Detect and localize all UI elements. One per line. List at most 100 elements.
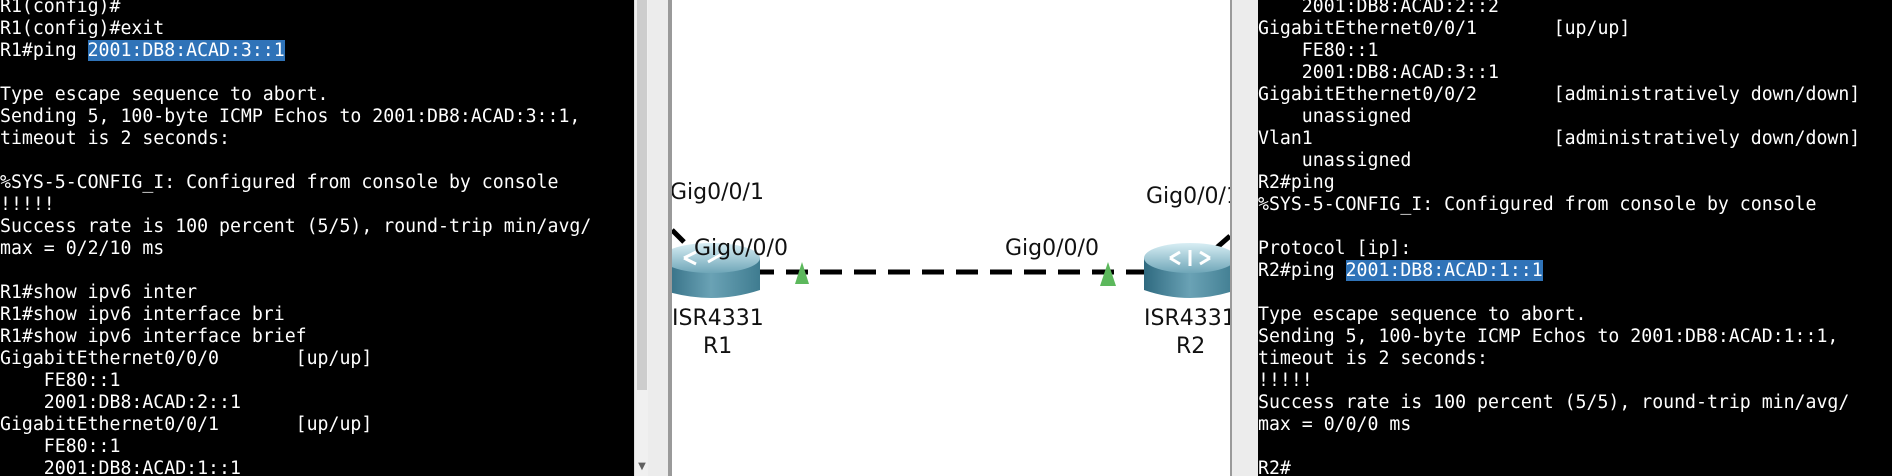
terminal-line: Sending 5, 100-byte ICMP Echos to 2001:D… [0,106,591,128]
r2-link-up-indicator-icon [1100,262,1116,286]
terminal-line: R2# [1258,458,1860,476]
panel-gutter [1232,0,1258,476]
terminal-line-text: FE80::1 [1258,40,1379,61]
terminal-line-text: max = 0/0/0 ms [1258,414,1412,435]
terminal-line-text: Protocol [ip]: [1258,238,1412,259]
terminal-line: R1#show ipv6 interface bri [0,304,591,326]
terminal-line [1258,436,1860,458]
terminal-line [1258,216,1860,238]
terminal-line-text: R2#ping [1258,172,1335,193]
terminal-line: GigabitEthernet0/0/1 [up/up] [1258,18,1860,40]
terminal-line: !!!!! [1258,370,1860,392]
terminal-line-text: R1#show ipv6 inter [0,282,198,303]
panel-divider[interactable] [668,0,672,476]
r1-terminal-scrollbar[interactable]: ▼ [634,0,649,476]
terminal-line: unassigned [1258,150,1860,172]
terminal-line: unassigned [1258,106,1860,128]
r1-name-label: R1 [703,334,733,359]
panel-gutter [648,0,668,476]
terminal-line-text: 2001:DB8:ACAD:3::1 [1258,62,1499,83]
r2-model-label: ISR4331 [1144,306,1230,331]
r2-gig000-label: Gig0/0/0 [1005,236,1099,261]
terminal-line: timeout is 2 seconds: [0,128,591,150]
terminal-line-text: R2# [1258,458,1291,476]
r2-name-label: R2 [1176,334,1206,359]
terminal-line-text: unassigned [1258,150,1412,171]
terminal-line-text: R2#ping [1258,260,1346,281]
r2-router-icon[interactable] [1144,243,1230,298]
terminal-line-text: 2001:DB8:ACAD:1::1 [0,458,241,476]
terminal-line-text: unassigned [1258,106,1412,127]
topology-canvas[interactable]: Gig0/0/1 Gig0/0/0 Gig0/0/0 Gig0/0/1 ISR4… [672,0,1230,476]
r1-gig000-label: Gig0/0/0 [694,236,788,261]
terminal-line-text: GigabitEthernet0/0/1 [up/up] [1258,18,1631,39]
terminal-line-text: Success rate is 100 percent (5/5), round… [0,216,592,237]
terminal-line [0,62,591,84]
terminal-line: FE80::1 [1258,40,1860,62]
terminal-line: Success rate is 100 percent (5/5), round… [1258,392,1860,414]
terminal-line: max = 0/2/10 ms [0,238,591,260]
terminal-line: timeout is 2 seconds: [1258,348,1860,370]
scroll-down-arrow-icon[interactable]: ▼ [638,461,646,472]
terminal-line-text: Sending 5, 100-byte ICMP Echos to 2001:D… [0,106,581,127]
terminal-line: Sending 5, 100-byte ICMP Echos to 2001:D… [1258,326,1860,348]
terminal-line-text: !!!!! [0,194,55,215]
terminal-line-text: GigabitEthernet0/0/2 [administratively d… [1258,84,1861,105]
terminal-line-text: 2001:DB8:ACAD:2::1 [0,392,241,413]
terminal-line: max = 0/0/0 ms [1258,414,1860,436]
terminal-line: R2#ping 2001:DB8:ACAD:1::1 [1258,260,1860,282]
terminal-line: GigabitEthernet0/0/1 [up/up] [0,414,591,436]
terminal-line: R1#show ipv6 interface brief [0,326,591,348]
terminal-line: GigabitEthernet0/0/0 [up/up] [0,348,591,370]
terminal-line-text: FE80::1 [0,370,121,391]
terminal-line-text: R1#ping [0,40,88,61]
terminal-line-text: R1(config)#exit [0,18,165,39]
terminal-line-text: R1(config)# [0,0,121,17]
terminal-line-text: Type escape sequence to abort. [0,84,329,105]
terminal-line-text: Success rate is 100 percent (5/5), round… [1258,392,1850,413]
r1-router-icon[interactable] [672,243,760,298]
terminal-line-text: Sending 5, 100-byte ICMP Echos to 2001:D… [1258,326,1839,347]
topology-drawing [672,228,1230,298]
terminal-line-text: timeout is 2 seconds: [0,128,230,149]
r1-link-up-indicator-icon [795,262,809,284]
r1-gig001-label: Gig0/0/1 [672,180,764,205]
terminal-line: Type escape sequence to abort. [1258,304,1860,326]
terminal-line-text: R1#show ipv6 interface brief [0,326,307,347]
terminal-line-text: GigabitEthernet0/0/1 [up/up] [0,414,373,435]
terminal-line-text: R1#show ipv6 interface bri [0,304,285,325]
terminal-line: 2001:DB8:ACAD:2::1 [0,392,591,414]
r2-gig001-label: Gig0/0/1 [1146,184,1230,209]
selected-text[interactable]: 2001:DB8:ACAD:3::1 [87,40,285,61]
selected-text[interactable]: 2001:DB8:ACAD:1::1 [1345,260,1543,281]
terminal-line: R1(config)# [0,0,591,18]
terminal-line: R1#ping 2001:DB8:ACAD:3::1 [0,40,591,62]
terminal-line: 2001:DB8:ACAD:2::2 [1258,0,1860,18]
scrollbar-thumb[interactable] [637,0,647,390]
terminal-line: !!!!! [0,194,591,216]
terminal-line-text: GigabitEthernet0/0/0 [up/up] [0,348,373,369]
terminal-line-text: Vlan1 [administratively down/down] [1258,128,1861,149]
terminal-line: FE80::1 [0,436,591,458]
terminal-line-text: max = 0/2/10 ms [0,238,165,259]
terminal-line [1258,282,1860,304]
terminal-line: R2#ping [1258,172,1860,194]
terminal-line: %SYS-5-CONFIG_I: Configured from console… [1258,194,1860,216]
terminal-line-text: %SYS-5-CONFIG_I: Configured from console… [1258,194,1817,215]
terminal-line: FE80::1 [0,370,591,392]
terminal-line: Vlan1 [administratively down/down] [1258,128,1860,150]
terminal-line: Type escape sequence to abort. [0,84,591,106]
terminal-line: 2001:DB8:ACAD:1::1 [0,458,591,476]
terminal-line-text: !!!!! [1258,370,1313,391]
terminal-line: R1#show ipv6 inter [0,282,591,304]
terminal-line-text: 2001:DB8:ACAD:2::2 [1258,0,1499,17]
terminal-line-text: FE80::1 [0,436,121,457]
terminal-line: 2001:DB8:ACAD:3::1 [1258,62,1860,84]
terminal-line: Success rate is 100 percent (5/5), round… [0,216,591,238]
r1-gig001-link[interactable] [672,228,686,244]
terminal-line-text: %SYS-5-CONFIG_I: Configured from console… [0,172,559,193]
